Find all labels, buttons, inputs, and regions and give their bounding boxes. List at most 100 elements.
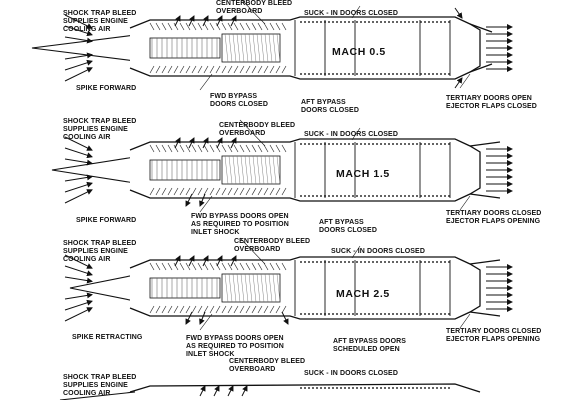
centerbody-bleed-label-4: CENTERBODY BLEED OVERBOARD (229, 358, 306, 373)
tertiary-doors-label-3: TERTIARY DOORS CLOSED EJECTOR FLAPS OPEN… (446, 328, 542, 343)
fwd-bypass-label-2: FWD BYPASS DOORS OPEN AS REQUIRED TO POS… (191, 213, 289, 236)
flow-arrow (64, 136, 93, 151)
flow-arrow (64, 14, 93, 29)
leader-line (459, 73, 471, 89)
flow-arrow (216, 255, 223, 267)
leader-line (239, 119, 266, 147)
flow-arrow (202, 255, 209, 267)
compressor-face (149, 277, 221, 299)
tertiary-doors-label-1: TERTIARY DOORS OPEN EJECTOR FLAPS CLOSED (446, 95, 537, 110)
ejector-flaps (469, 141, 501, 199)
spike-label-1: SPIKE FORWARD (76, 85, 137, 92)
flow-arrow (202, 137, 209, 149)
flow-arrow (227, 385, 234, 397)
flow-arrow (185, 193, 193, 207)
fwd-bypass-label-1: FWD BYPASS DOORS CLOSED (210, 93, 268, 108)
leader-line (351, 127, 361, 141)
leader-line (459, 195, 471, 211)
compressor-face (149, 159, 221, 181)
compressor-face (149, 37, 221, 59)
tertiary-doors-label-2: TERTIARY DOORS CLOSED EJECTOR FLAPS OPEN… (446, 210, 542, 225)
flow-arrow (230, 137, 237, 149)
flow-arrow (64, 59, 93, 71)
flow-arrow (174, 137, 181, 149)
ejector-flaps (469, 259, 501, 317)
flow-arrow (188, 15, 195, 27)
centerbody-bleed-label-3: CENTERBODY BLEED OVERBOARD (234, 238, 311, 253)
flow-arrow (64, 36, 93, 44)
shock-trap-label-4: SHOCK TRAP BLEED SUPPLIES ENGINE COOLING… (63, 374, 137, 397)
flow-arrow (174, 15, 181, 27)
flow-arrow (454, 77, 463, 89)
flow-arrow (454, 7, 463, 19)
flow-arrow (213, 385, 220, 397)
flow-arrow (64, 292, 93, 300)
flow-arrow (64, 299, 93, 311)
flow-arrow (202, 15, 209, 27)
leader-line (351, 5, 361, 19)
shock-trap-label-3: SHOCK TRAP BLEED SUPPLIES ENGINE COOLING… (63, 240, 137, 263)
engine-panel-2 (51, 119, 513, 213)
shock-trap-label-2: SHOCK TRAP BLEED SUPPLIES ENGINE COOLING… (63, 118, 137, 141)
flow-arrow (64, 174, 93, 182)
spike-label-2: SPIKE FORWARD (76, 217, 137, 224)
leader-line (239, 237, 266, 265)
mach-label-2: MACH 1.5 (336, 168, 390, 180)
flow-arrow (199, 311, 206, 325)
flow-arrow (64, 67, 93, 82)
leader-line (199, 73, 213, 91)
leader-line (199, 195, 213, 213)
mach-label-1: MACH 0.5 (332, 46, 386, 58)
flow-arrow (174, 255, 181, 267)
flow-arrow (64, 25, 93, 37)
suck-in-doors-label-3: SUCK - IN DOORS CLOSED (331, 248, 425, 255)
engine-panel-1 (31, 0, 513, 91)
nacelle-outline (129, 16, 481, 80)
fwd-bypass-label-3: FWD BYPASS DOORS OPEN AS REQUIRED TO POS… (186, 335, 284, 358)
inlet-spike-icon (31, 34, 136, 62)
leader-line (351, 245, 361, 259)
flow-arrow (230, 255, 237, 267)
leader-line (241, 0, 266, 25)
suck-in-doors-label-4: SUCK - IN DOORS CLOSED (304, 370, 398, 377)
flow-arrow (188, 255, 195, 267)
flow-arrow (199, 193, 206, 207)
leader-line (199, 313, 213, 331)
flow-arrow (230, 15, 237, 27)
flow-arrow (64, 265, 93, 277)
flow-arrow (64, 276, 93, 284)
flow-arrow (64, 181, 93, 193)
mach-label-3: MACH 2.5 (336, 288, 390, 300)
flow-arrow (281, 311, 289, 325)
flow-arrow (64, 189, 93, 204)
engine-panel-4 (59, 383, 481, 400)
shock-trap-label-1: SHOCK TRAP BLEED SUPPLIES ENGINE COOLING… (63, 10, 137, 33)
nacelle-outline (129, 256, 481, 320)
centerbody-bleed-label-2: CENTERBODY BLEED OVERBOARD (219, 122, 296, 137)
engine-panel-3 (64, 237, 513, 331)
suck-in-doors-label-2: SUCK - IN DOORS CLOSED (304, 131, 398, 138)
leader-line (459, 313, 471, 329)
inlet-spike-icon (51, 156, 136, 184)
nacelle-outline (129, 383, 481, 393)
flow-arrow (216, 15, 223, 27)
flow-arrow (216, 137, 223, 149)
suck-in-doors-label-1: SUCK - IN DOORS CLOSED (304, 10, 398, 17)
aft-bypass-label-2: AFT BYPASS DOORS CLOSED (319, 219, 377, 234)
aft-bypass-label-1: AFT BYPASS DOORS CLOSED (301, 99, 359, 114)
inlet-spike-icon (59, 391, 136, 400)
flow-arrow (199, 385, 206, 397)
flow-arrow (64, 307, 93, 322)
flow-arrow (64, 147, 93, 159)
flow-arrow (188, 137, 195, 149)
flow-arrow (64, 158, 93, 166)
ejector-flaps (469, 23, 493, 73)
centerbody-bleed-label-1: CENTERBODY BLEED OVERBOARD (216, 0, 293, 15)
spike-label-3: SPIKE RETRACTING (72, 334, 143, 341)
flow-arrow (64, 52, 93, 60)
flow-arrow (185, 311, 193, 325)
aft-bypass-label-3: AFT BYPASS DOORS SCHEDULED OPEN (333, 338, 407, 353)
flow-arrow (241, 385, 248, 397)
